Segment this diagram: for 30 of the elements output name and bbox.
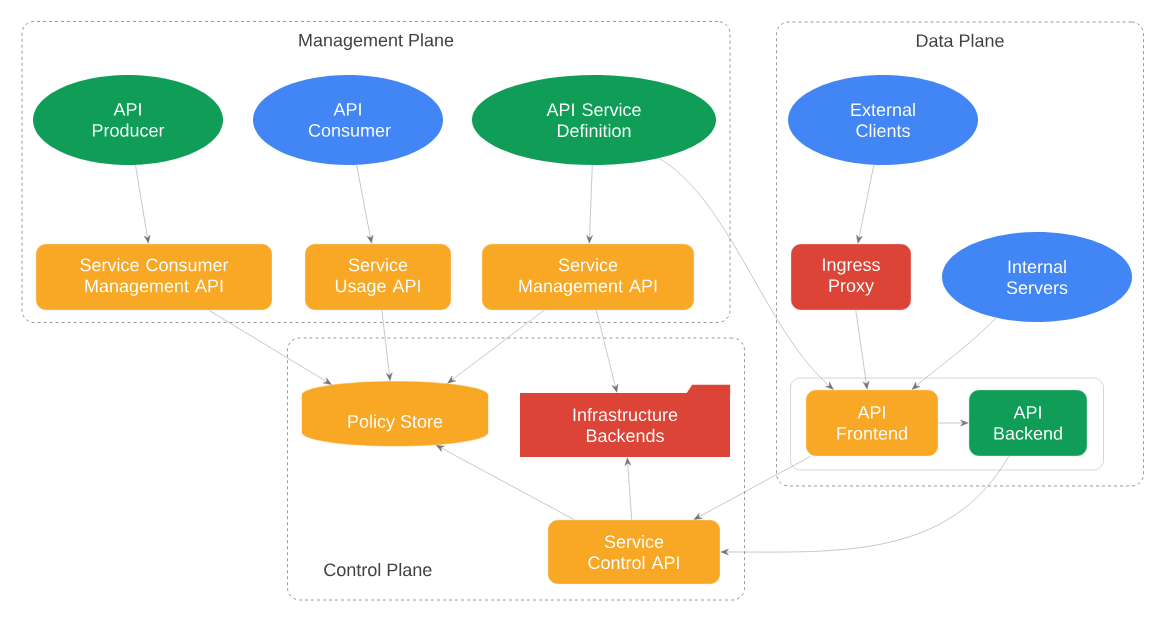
arrow [356,164,374,244]
arrow [624,457,632,520]
arrow [658,158,834,390]
arrow [435,445,575,520]
arrow [855,310,870,390]
rounded-box: Service Consumer Management API [35,243,273,311]
arrow [596,310,619,393]
arrow [693,456,811,520]
arrow [135,164,151,244]
ellipse-node: API Producer [33,75,223,165]
database-cylinder: Policy Store [301,381,489,447]
arrow [720,456,1010,556]
arrow [938,419,969,427]
arrow [447,310,545,384]
rounded-box: API Frontend [805,389,939,457]
group-box [790,377,1104,471]
ellipse-node: API Service Definition [472,75,716,165]
ellipse-node: Internal Servers [942,232,1132,322]
rounded-box: Service Management API [481,243,695,311]
rounded-box: Ingress Proxy [790,243,912,311]
arrow [208,310,332,385]
rounded-box: Service Usage API [304,243,452,311]
rounded-box: API Backend [968,389,1088,457]
arrow [381,310,393,381]
ellipse-node: External Clients [788,75,978,165]
rounded-box: Service Control API [547,519,721,585]
arrow [856,164,875,244]
arrow [586,165,593,244]
arrow [911,317,997,390]
ellipse-node: API Consumer [253,75,443,165]
